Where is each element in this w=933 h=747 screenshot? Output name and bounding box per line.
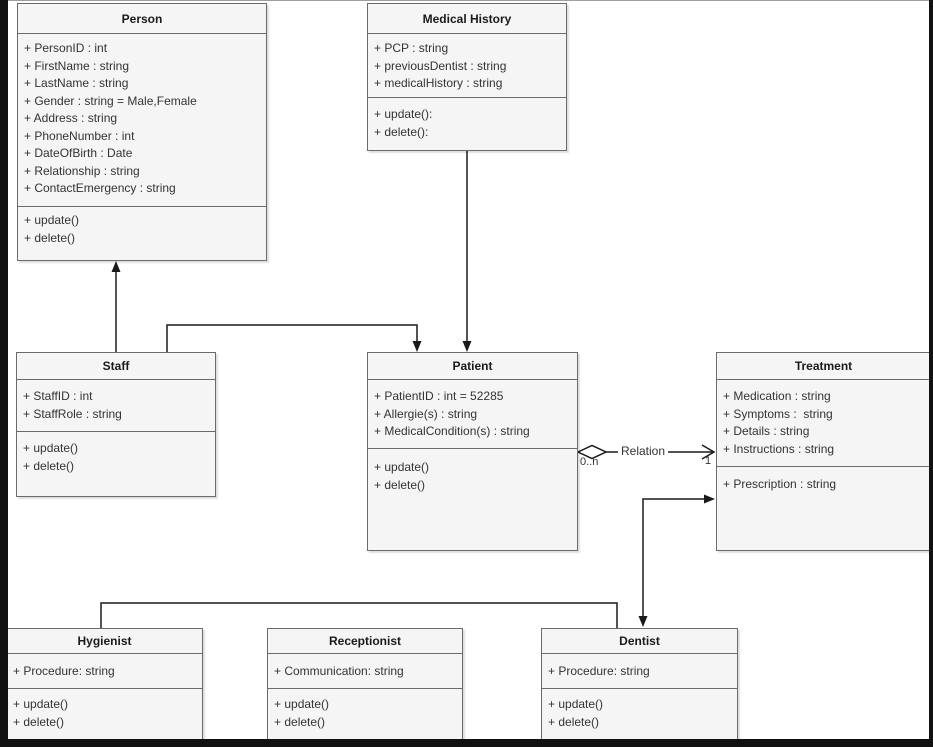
connector-staff-to-patient[interactable]	[166, 324, 422, 352]
open-arrowhead	[701, 444, 716, 460]
class-hygienist[interactable]: Hygienist + Procedure: string + update()…	[6, 628, 203, 745]
class-title: Hygienist	[7, 629, 202, 654]
attributes-section: + PatientID : int = 52285 + Allergie(s) :…	[368, 380, 577, 449]
class-patient[interactable]: Patient + PatientID : int = 52285 + Aller…	[367, 352, 578, 551]
member-line: + FirstName : string	[24, 58, 130, 73]
member-line: + update():	[374, 107, 433, 121]
member-line: + PhoneNumber : int	[24, 128, 135, 143]
member-line: + Gender : string = Male,Female	[24, 93, 197, 108]
attributes-section: + Communication: string	[268, 654, 462, 689]
member-line: + Details : string	[723, 424, 810, 438]
relation-edge-label[interactable]: Relation	[618, 444, 669, 458]
methods-section: + update() + delete()	[17, 432, 215, 475]
member-line: + update()	[274, 697, 330, 711]
member-line: + Prescription : string	[723, 477, 837, 491]
class-title: Medical History	[368, 4, 566, 34]
member-line: + update()	[23, 441, 79, 455]
attributes-section: + PCP : string + previousDentist : string…	[368, 34, 566, 98]
frame-right-edge	[929, 0, 933, 747]
member-line: + Procedure: string	[13, 664, 115, 678]
member-line: + delete()	[13, 714, 65, 729]
member-line: + MedicalCondition(s) : string	[374, 424, 530, 438]
methods-section: + update() + delete()	[7, 689, 202, 731]
member-line: + update()	[548, 697, 604, 711]
member-line: + Address : string	[24, 111, 118, 125]
connector-medicalhistory-to-patient[interactable]	[462, 151, 472, 352]
member-line: + delete():	[374, 124, 429, 139]
class-person[interactable]: Person + PersonID : int + FirstName : str…	[17, 3, 267, 261]
member-line: + Procedure: string	[548, 664, 650, 678]
member-line: + update()	[13, 697, 69, 711]
member-line: + delete()	[23, 458, 75, 473]
class-medical-history[interactable]: Medical History + PCP : string + previous…	[367, 3, 567, 151]
member-line: + update()	[24, 213, 80, 227]
class-staff[interactable]: Staff + StaffID : int + StaffRole : strin…	[16, 352, 216, 497]
attributes-section: + StaffID : int + StaffRole : string	[17, 380, 215, 432]
member-line: + delete()	[274, 714, 326, 729]
class-title: Person	[18, 4, 266, 34]
member-line: + PCP : string	[374, 41, 449, 55]
relation-source-multiplicity: 0..n	[580, 456, 599, 468]
member-line: + StaffRole : string	[23, 406, 122, 421]
attributes-section: + Procedure: string	[7, 654, 202, 689]
methods-section: + update() + delete()	[18, 207, 266, 247]
member-line: + Instructions : string	[723, 441, 835, 456]
class-dentist[interactable]: Dentist + Procedure: string + update()+ …	[541, 628, 738, 745]
connector-hygienist-to-dentist[interactable]	[100, 602, 618, 628]
member-line: + update()	[374, 460, 430, 474]
member-line: + Symptoms : string	[723, 406, 833, 421]
class-treatment[interactable]: Treatment + Medication : string + Symptom…	[716, 352, 931, 551]
member-line: + PatientID : int = 52285	[374, 389, 504, 403]
member-line: + Medication : string	[723, 389, 831, 403]
member-line: + PersonID : int	[24, 41, 108, 55]
frame-top-edge	[0, 0, 933, 1]
frame-left-edge	[0, 0, 8, 747]
class-title: Receptionist	[268, 629, 462, 654]
frame-bottom-edge	[0, 739, 933, 747]
class-title: Staff	[17, 353, 215, 380]
attributes-section: + Medication : string + Symptoms : string…	[717, 380, 930, 467]
member-line: + LastName : string	[24, 76, 129, 90]
methods-section: + update() + delete()	[268, 689, 462, 731]
relation-target-multiplicity: 1	[705, 455, 712, 467]
member-line: + Allergie(s) : string	[374, 406, 478, 421]
class-title: Treatment	[717, 353, 930, 380]
member-line: + StaffID : int	[23, 389, 93, 403]
class-receptionist[interactable]: Receptionist + Communication: string + u…	[267, 628, 463, 745]
member-line: + delete()	[374, 477, 426, 492]
methods-section: + update() + delete()	[542, 689, 737, 731]
class-title: Dentist	[542, 629, 737, 654]
class-title: Patient	[368, 353, 577, 380]
member-line: + DateOfBirth : Date	[24, 146, 133, 160]
member-line: + ContactEmergency : string	[24, 181, 176, 195]
attributes-section: + Procedure: string	[542, 654, 737, 689]
member-line: + Communication: string	[274, 664, 404, 678]
methods-section: + update() + delete()	[368, 449, 577, 494]
member-line: + medicalHistory : string	[374, 76, 503, 90]
member-line: + delete()	[548, 714, 600, 729]
attributes-section: + PersonID : int + FirstName : string + La…	[18, 34, 266, 207]
member-line: + previousDentist : string	[374, 58, 507, 73]
member-line: + delete()	[24, 230, 76, 245]
methods-section: + update(): + delete():	[368, 98, 566, 141]
connector-dentist-to-treatment[interactable]	[638, 494, 716, 628]
member-line: + Relationship : string	[24, 163, 140, 178]
connector-staff-to-person[interactable]	[111, 261, 121, 352]
prescription-section: + Prescription : string	[717, 467, 930, 494]
